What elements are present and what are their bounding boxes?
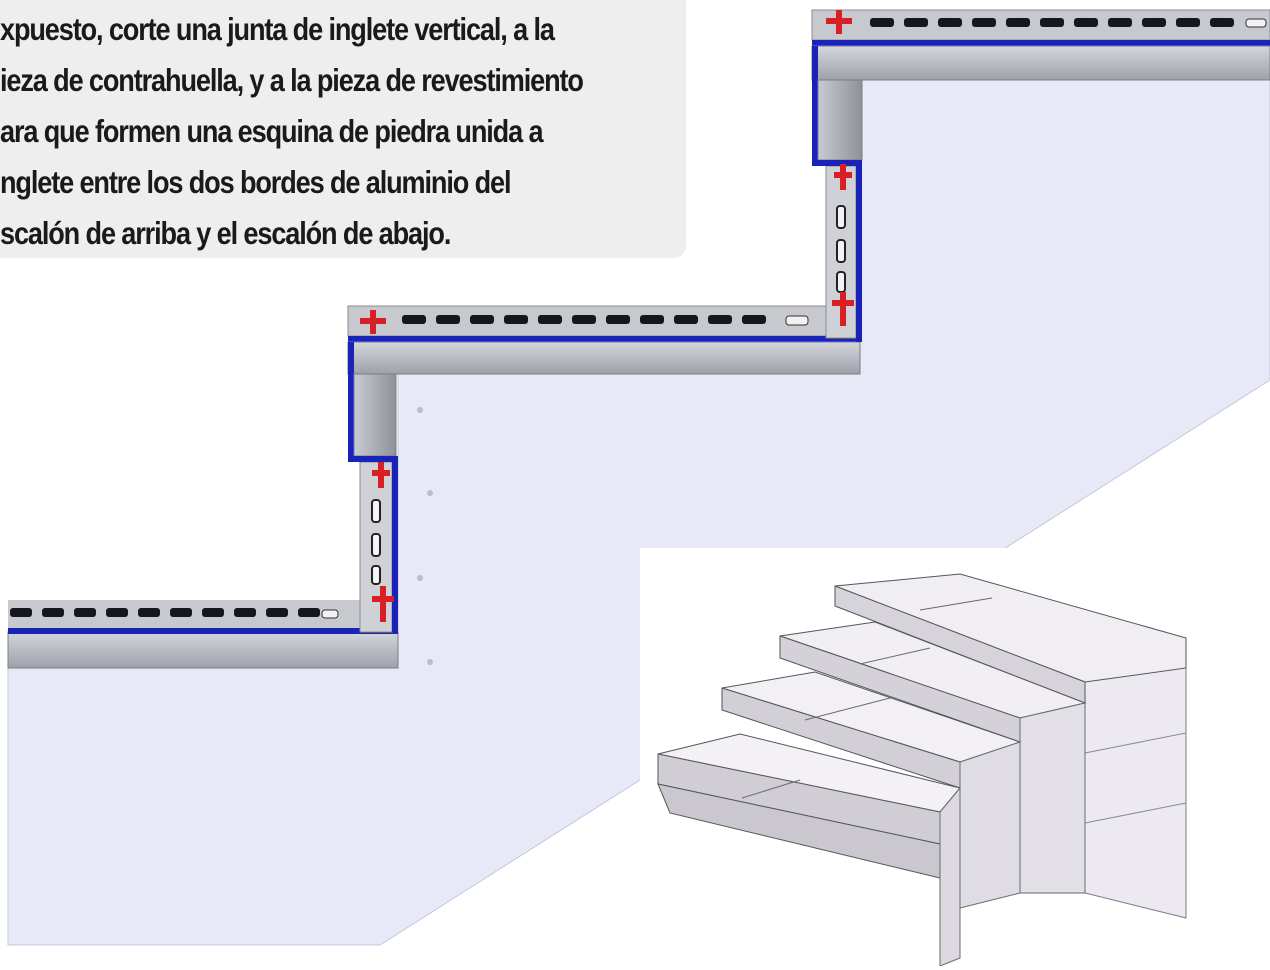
instruction-line-5: scalón de arriba y el escalón de abajo. (0, 215, 451, 251)
red-clip-icon (360, 10, 854, 622)
instruction-line-4: nglete entre los dos bordes de aluminio … (0, 164, 512, 200)
lower-riser-profile (359, 461, 398, 633)
middle-step-profile (347, 305, 861, 462)
instruction-line-3: ara que formen una esquina de piedra uni… (0, 113, 544, 149)
lower-step-profile (7, 600, 399, 669)
panel-screw-dots (417, 407, 433, 665)
instruction-line-1: xpuesto, corte una junta de inglete vert… (0, 11, 555, 47)
instruction-text-box: xpuesto, corte una junta de inglete vert… (0, 0, 686, 258)
instruction-line-2: ieza de contrahuella, y a la pieza de re… (0, 62, 584, 98)
upper-step-profile (811, 9, 1270, 166)
stair-render-image (640, 548, 1270, 967)
instruction-paragraph: xpuesto, corte una junta de inglete vert… (0, 4, 676, 259)
